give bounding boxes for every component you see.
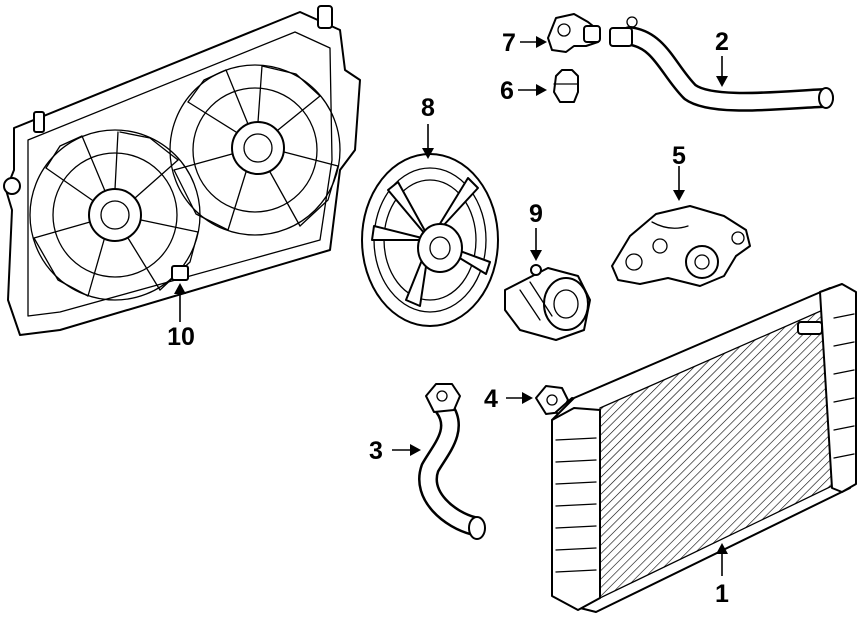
thermostat-housing: [520, 13, 601, 53]
callout-3: 3: [369, 437, 383, 465]
callout-9: 9: [529, 200, 543, 228]
left-fan-icon: [29, 129, 201, 301]
callout-2: 2: [715, 28, 729, 56]
callout-1: 1: [715, 580, 729, 608]
pump-hub: [504, 228, 591, 341]
water-pump: [611, 166, 751, 287]
right-fan-icon: [169, 64, 341, 236]
callout-6: 6: [500, 77, 514, 105]
lower-radiator-hose: [392, 383, 486, 540]
fan-clutch: [361, 124, 499, 327]
radiator: [551, 283, 857, 613]
upper-radiator-hose: [609, 16, 834, 112]
fan-shroud-assembly: [3, 5, 361, 336]
callout-8: 8: [421, 94, 435, 122]
thermostat: [518, 69, 579, 103]
callout-7: 7: [502, 29, 516, 57]
callout-10: 10: [167, 323, 195, 351]
callout-5: 5: [672, 142, 686, 170]
callout-4: 4: [484, 385, 498, 413]
